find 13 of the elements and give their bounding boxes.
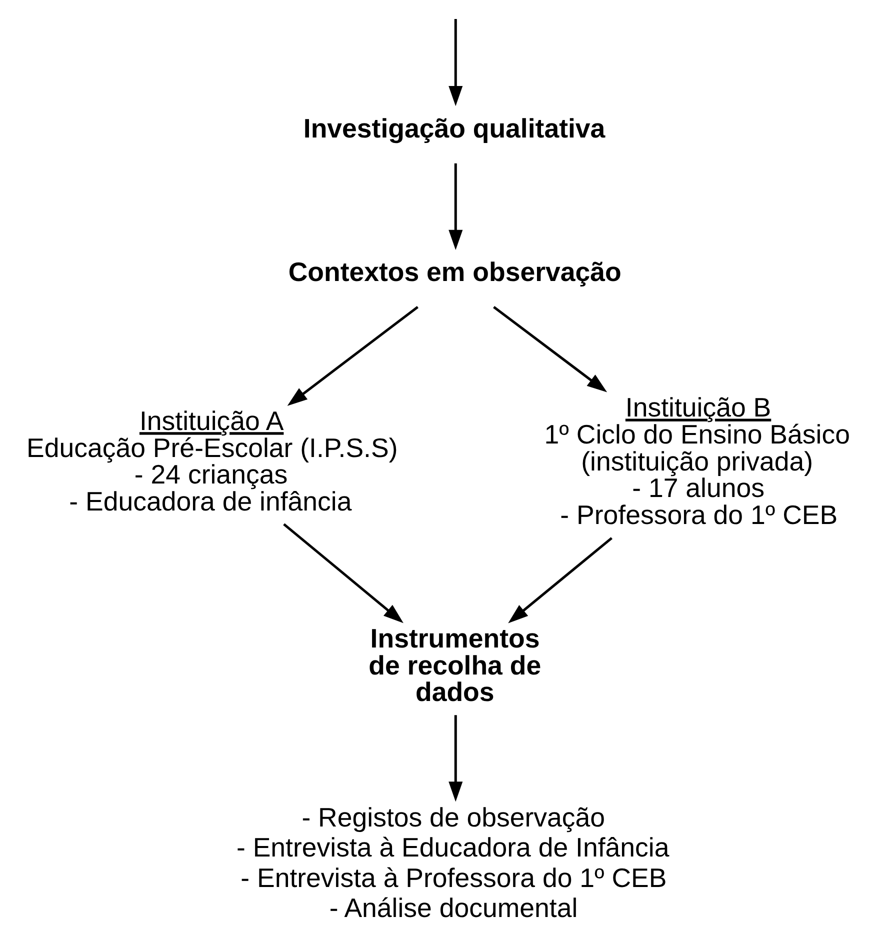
node-text: Instrumentos de recolha de dados — [368, 623, 542, 707]
node-text: Instituição A Educação Pré-Escolar (I.P.S.S) - 24 crianças - Educadora de infância — [26, 406, 398, 516]
arrow — [448, 714, 463, 802]
arrow — [287, 305, 418, 406]
node-text: Instituição B 1º Ciclo do Ensino Básico (instituição privada) - 17 alunos - Professora do 1º CEB — [544, 392, 850, 530]
arrow — [448, 162, 463, 250]
node-text: Investigação qualitativa — [303, 112, 606, 143]
node-text: - Registos de observação - Entrevista à Educadora de Infância - Entrevista à Professora do 1º CEB - Análise documental — [236, 802, 670, 922]
arrow — [448, 18, 463, 106]
arrow — [493, 305, 608, 392]
arrow — [283, 522, 404, 623]
arrow — [508, 536, 612, 623]
node-text: Contextos em observação — [288, 256, 622, 287]
